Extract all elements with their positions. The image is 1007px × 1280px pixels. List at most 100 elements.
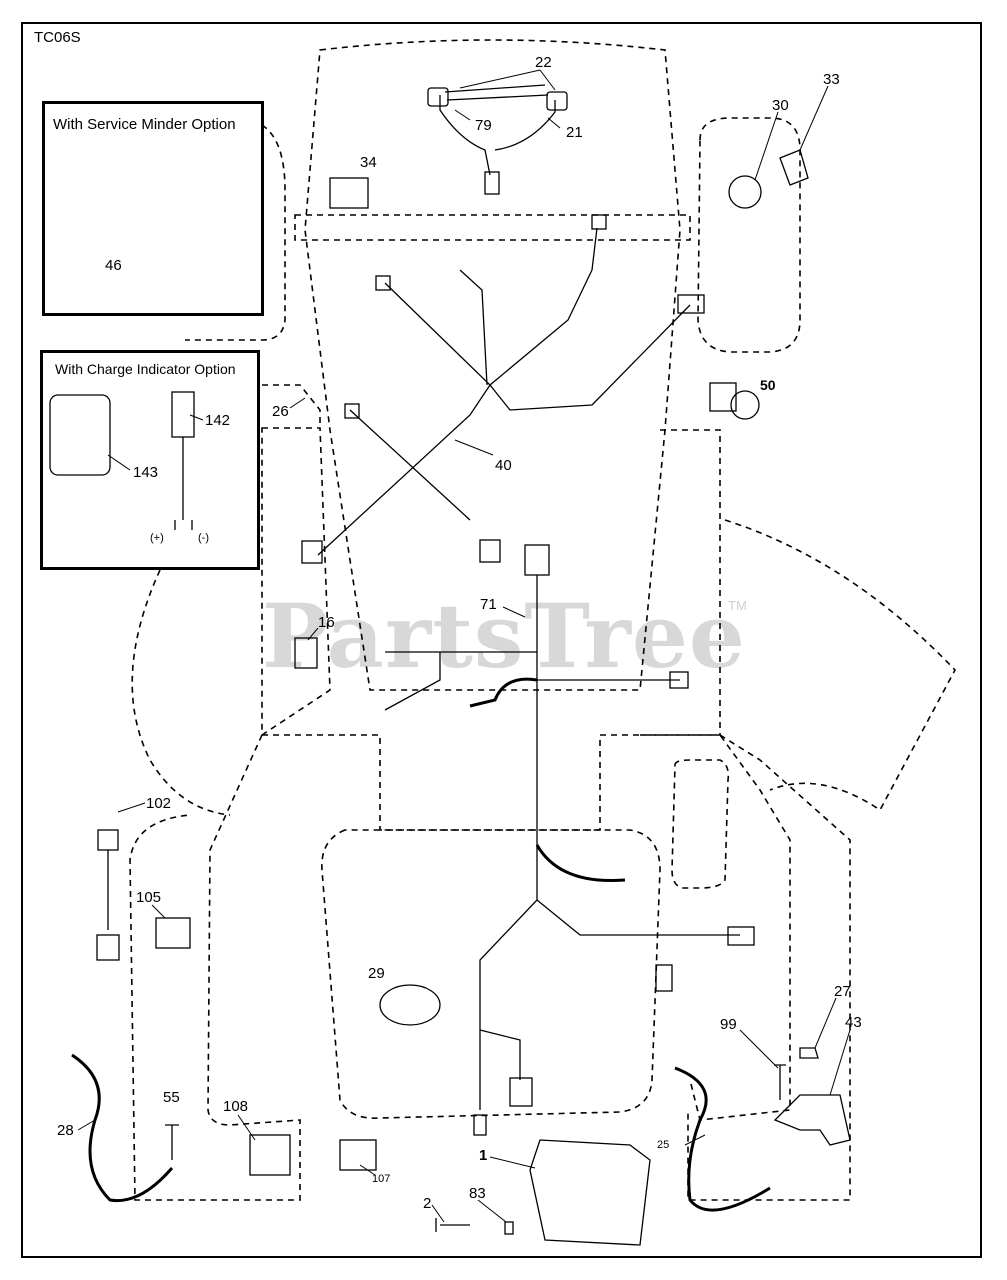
callout-2: 2 [423,1195,432,1212]
connector-71-right [669,671,689,689]
headlight-harness-wire [444,84,549,101]
main-harness-branch-d [489,304,691,411]
switch-108 [249,1134,291,1176]
harness-71-ground [469,677,538,708]
main-harness-branch-b [459,269,488,386]
leader-1 [489,1156,536,1169]
battery [529,1139,651,1246]
harness-102 [97,829,119,851]
leader-16 [307,627,319,641]
leader-28 [77,1119,96,1131]
leader-143 [107,454,131,471]
callout-21: 21 [566,124,583,141]
headlight-left [427,87,449,107]
part-29 [379,984,441,1026]
leader-30 [754,111,779,181]
callout-55: 55 [163,1089,180,1106]
left-lower-outline [129,734,301,1201]
key-33 [779,149,809,186]
charge-indicator-option-title: With Charge Indicator Option [55,361,236,377]
module-107 [339,1139,377,1171]
leader-21 [547,117,561,129]
callout-99: 99 [720,1016,737,1033]
battery-cable-25 [674,1066,771,1212]
connector-right [677,294,705,314]
connector-71-bottom [473,1114,487,1136]
dash-panel-outline [294,214,691,241]
harness-102-plug [96,934,120,961]
service-minder-option-title: With Service Minder Option [53,116,236,133]
connector-top-right [591,214,607,230]
ignition-switch-30 [728,175,762,209]
callout-46: 46 [105,257,122,274]
leader-79 [454,109,471,121]
polarity-negative-label: (-) [198,532,209,544]
switch-50-cap [730,390,760,420]
leader-40 [454,439,494,456]
callout-142: 142 [205,412,231,429]
callout-50: 50 [760,377,776,393]
leader-102 [117,802,146,813]
callout-43: 43 [845,1014,862,1031]
leader-2 [431,1204,445,1223]
bolt-2 [435,1218,470,1232]
headlight-right [546,91,568,111]
connector-71-top [524,544,550,576]
callout-107: 107 [372,1173,391,1185]
leader-108 [237,1114,256,1141]
connector-71-seat [727,926,755,946]
callout-40: 40 [495,457,512,474]
callout-29: 29 [368,965,385,982]
solenoid-bracket [773,1094,851,1146]
main-harness-branch-a [384,282,491,386]
left-fender-outline [261,427,331,737]
connector-top-left [375,275,391,291]
bolt-99 [774,1064,786,1100]
right-lower-outline [687,734,851,1201]
ignition-enclosure-outline [697,117,801,353]
diagram-frame [21,22,982,1258]
service-minder-option-box: With Service Minder Option [42,101,264,316]
callout-79: 79 [475,117,492,134]
leader-25 [684,1134,706,1146]
relay-142-leads [174,437,193,530]
watermark: PartsTree [262,584,746,688]
connector-lower-right [479,539,501,563]
callout-16: 16 [318,614,335,631]
leader-83 [477,1199,507,1223]
harness-71-lower-ground [535,844,626,883]
seat-well-outline [321,829,661,1119]
leader-27 [814,997,837,1049]
callout-108: 108 [223,1098,249,1115]
nut-27 [799,1047,819,1059]
diagram-code: TC06S [34,29,81,46]
leader-26 [289,397,306,409]
relay-105 [155,917,191,949]
nut-83 [504,1221,514,1235]
polarity-positive-label: (+) [150,532,164,544]
right-fender-outline [640,429,721,736]
service-minder-leader [185,124,286,341]
harness-71-pto-branch [479,1029,521,1080]
callout-34: 34 [360,154,377,171]
callout-105: 105 [136,889,162,906]
leader-43 [829,1029,851,1096]
switch-34 [329,177,369,209]
callout-71: 71 [480,596,497,613]
callout-28: 28 [57,1122,74,1139]
main-harness-trunk [317,384,491,556]
callout-30: 30 [772,97,789,114]
callout-83: 83 [469,1185,486,1202]
right-wheel-arc [724,519,956,812]
callout-27: 27 [834,983,851,1000]
callout-102: 102 [146,795,172,812]
callout-143: 143 [133,464,159,481]
leader-33 [799,85,829,151]
hood-outline [304,39,681,691]
main-harness-branch-c [489,227,598,386]
main-harness-branch-e [349,409,471,521]
charge-indicator-option-box: With Charge Indicator Option [40,350,260,570]
connector-71-pto [509,1077,533,1107]
callout-1: 1 [479,1147,488,1164]
